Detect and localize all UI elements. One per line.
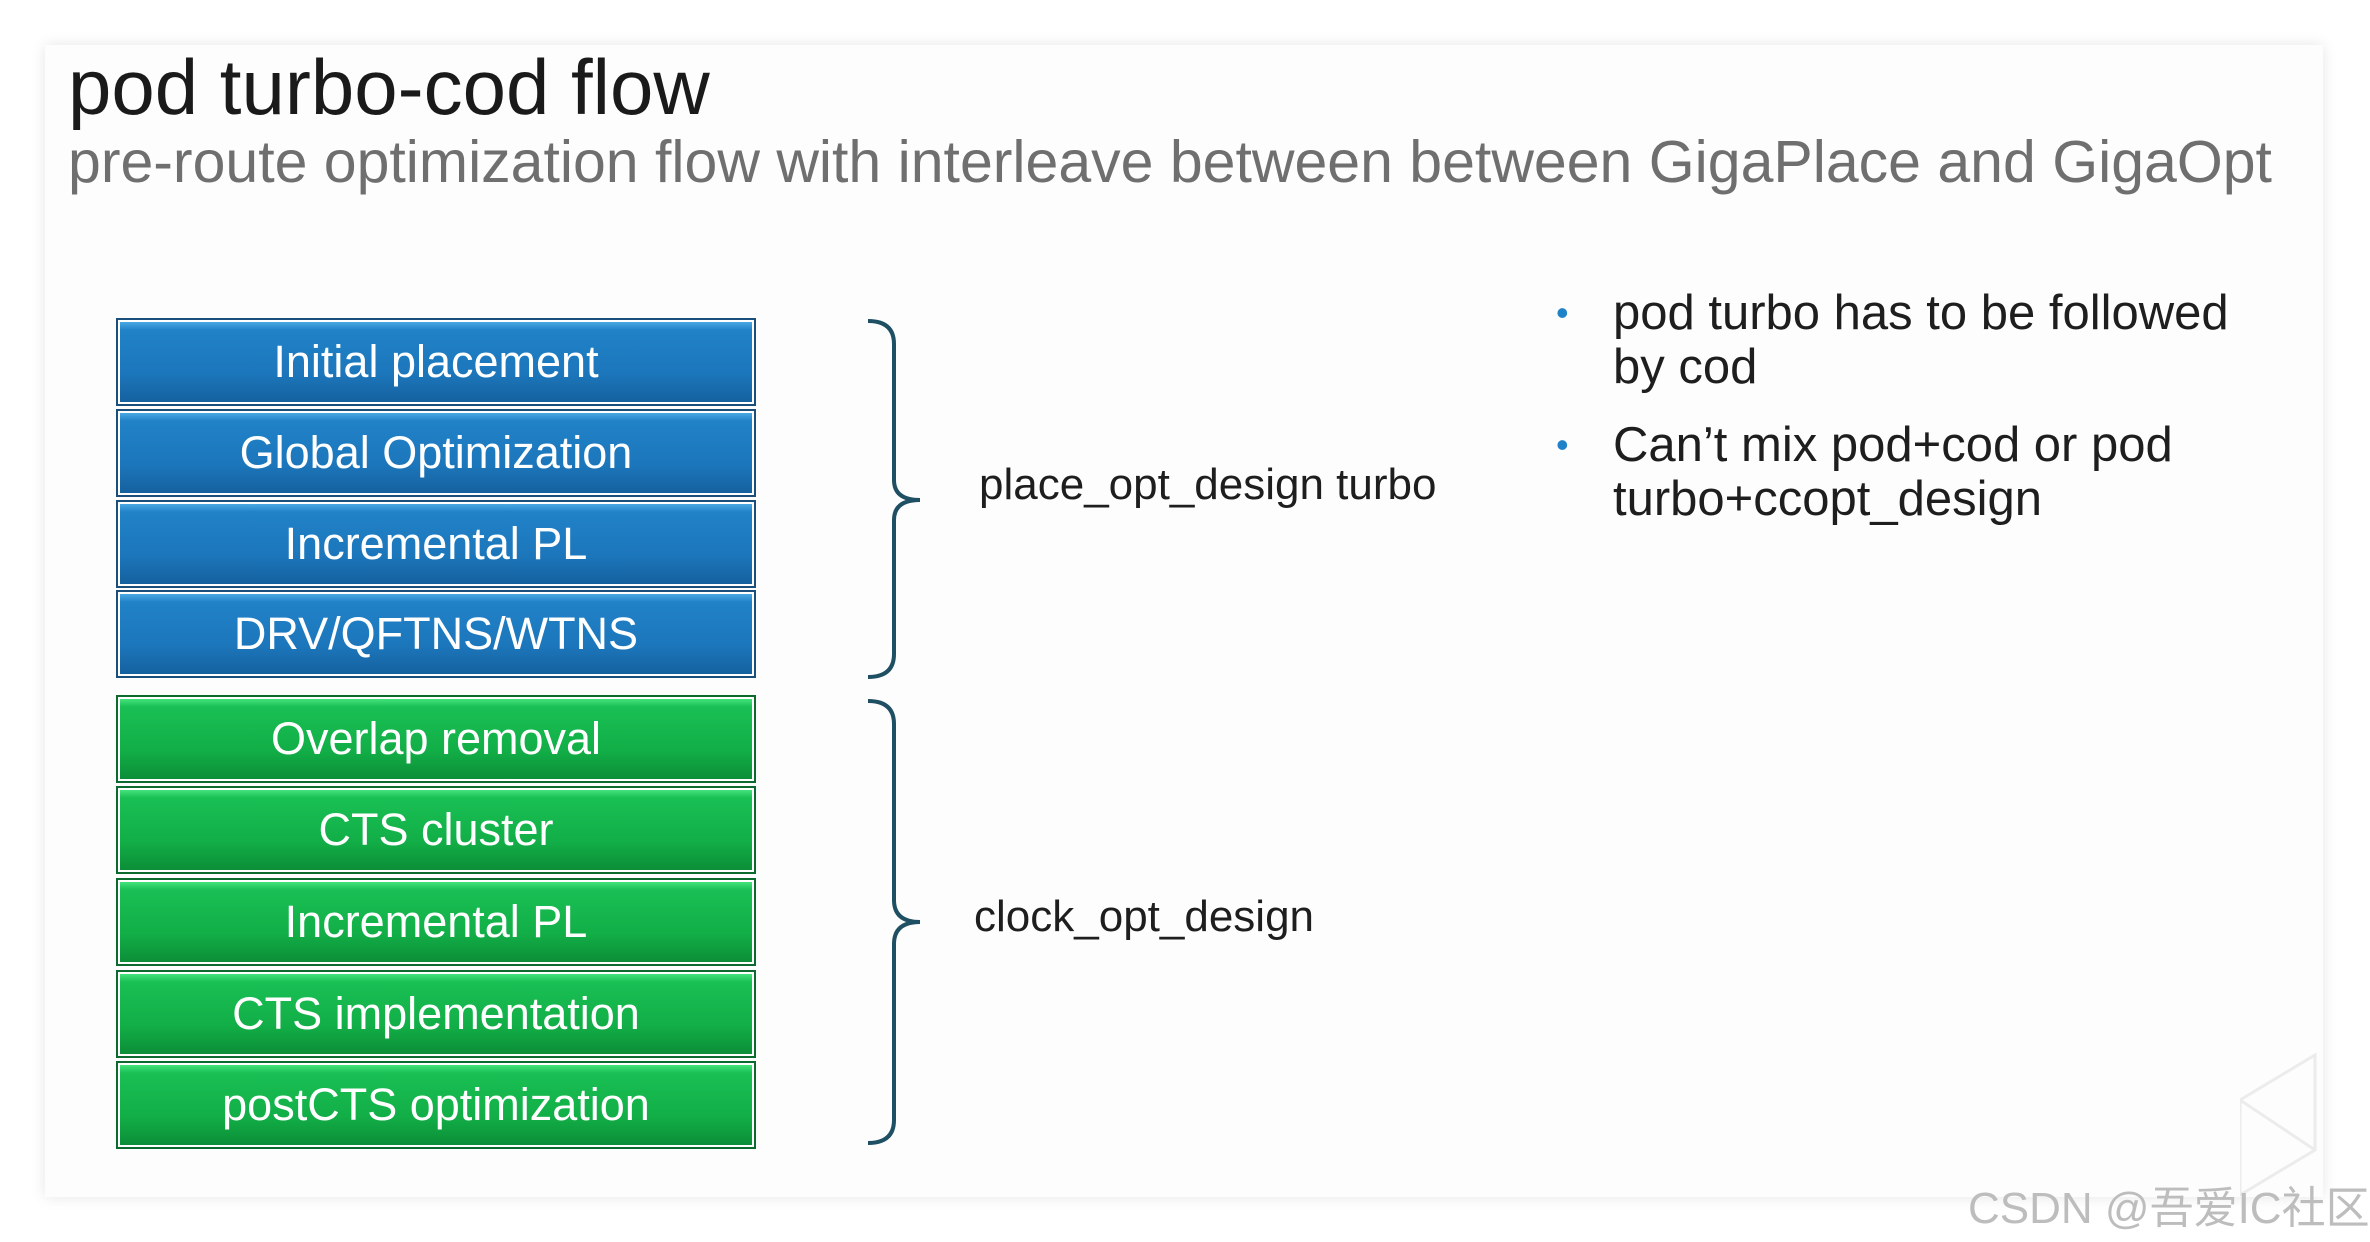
watermark: CSDN @吾爱IC社区 xyxy=(1968,1184,2370,1233)
flow-step-initial-placement: Initial placement xyxy=(116,318,756,406)
bullet-icon: • xyxy=(1556,292,1569,333)
flow-step-cts-implementation: CTS implementation xyxy=(116,970,756,1058)
bracket-place-opt xyxy=(867,319,921,679)
flow-step-overlap-removal: Overlap removal xyxy=(116,695,756,783)
flow-step-incremental-pl-2: Incremental PL xyxy=(116,878,756,966)
corner-decoration-icon xyxy=(2240,1052,2317,1197)
bracket-label-clock-opt: clock_opt_design xyxy=(974,892,1315,941)
note-text-2: Can’t mix pod+cod or pod turbo+ccopt_des… xyxy=(1613,418,2173,526)
flow-step-drv-qftns-wtns: DRV/QFTNS/WTNS xyxy=(116,590,756,678)
slide-title: pod turbo-cod flow xyxy=(68,43,710,131)
flow-step-global-optimization: Global Optimization xyxy=(116,409,756,497)
flow-step-cts-cluster: CTS cluster xyxy=(116,786,756,874)
flow-step-postcts-optimization: postCTS optimization xyxy=(116,1061,756,1149)
note-text-1: pod turbo has to be followed by cod xyxy=(1613,286,2229,394)
bracket-label-place-opt: place_opt_design turbo xyxy=(979,460,1437,509)
slide-subtitle: pre-route optimization flow with interle… xyxy=(68,129,2272,195)
bracket-clock-opt xyxy=(867,699,921,1145)
flow-step-incremental-pl-1: Incremental PL xyxy=(116,500,756,588)
bullet-icon: • xyxy=(1556,424,1569,465)
